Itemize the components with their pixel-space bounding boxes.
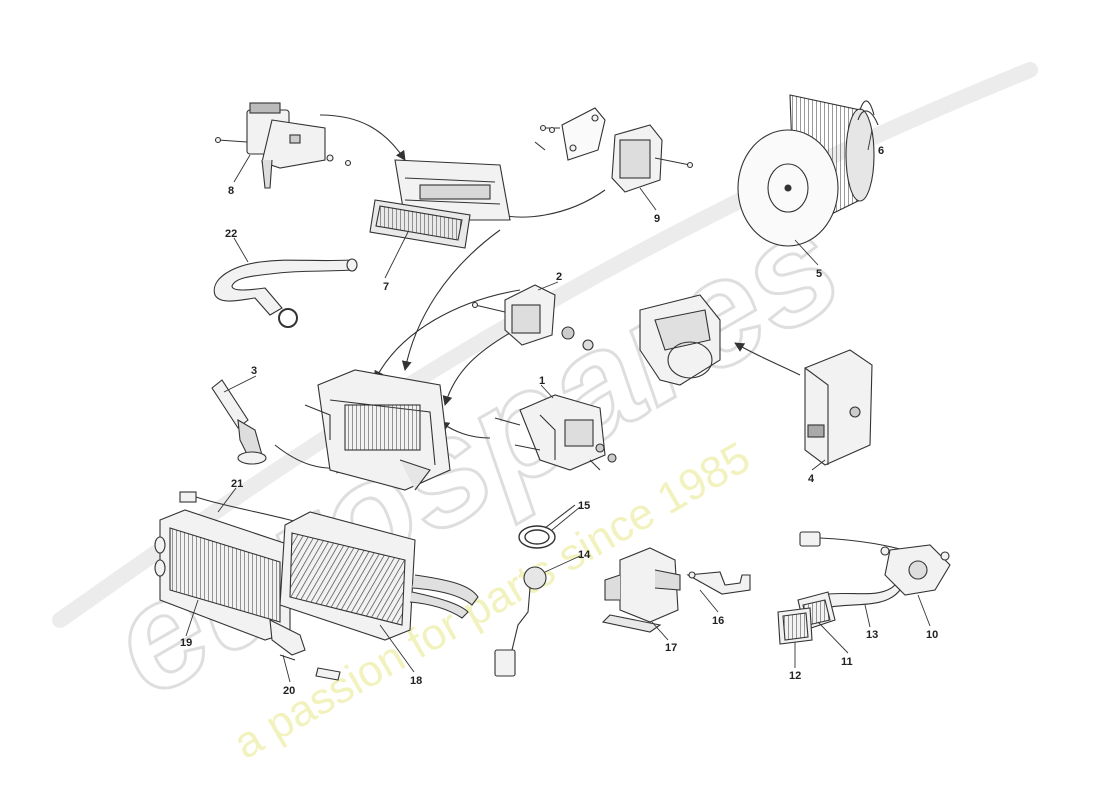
- part-8-actuator-with-bracket[interactable]: [214, 102, 352, 189]
- callout-12[interactable]: 12: [789, 670, 801, 682]
- callout-11[interactable]: 11: [841, 656, 853, 668]
- part-13-aspirator-hose[interactable]: [819, 584, 901, 609]
- part-7-vent-housing[interactable]: [369, 159, 511, 249]
- callout-20[interactable]: 20: [283, 685, 295, 697]
- callout-15[interactable]: 15: [578, 500, 590, 512]
- callout-4[interactable]: 4: [808, 473, 815, 485]
- watermark-brand: eurospares: [82, 178, 866, 728]
- part-6-blower-wire[interactable]: [857, 100, 879, 126]
- part-3-drain-tube[interactable]: [211, 379, 267, 465]
- part-17-valve[interactable]: [601, 547, 681, 633]
- part-blower-housing[interactable]: [639, 294, 721, 386]
- part-10-sensor-harness[interactable]: [799, 531, 951, 596]
- part-22-drain-hose[interactable]: [213, 258, 358, 328]
- callout-19[interactable]: 19: [180, 637, 192, 649]
- callout-1[interactable]: 1: [539, 375, 545, 387]
- callout-22[interactable]: 22: [225, 228, 237, 240]
- part-20-clip-and-screw[interactable]: [269, 619, 341, 681]
- part-hvac-housing[interactable]: [304, 369, 451, 491]
- part-19-heater-matrix[interactable]: [154, 509, 291, 641]
- callouts: 8 7 9 5 6 22 2 3 1 4 21 19 20 18 14 15 1…: [180, 145, 938, 697]
- callout-5[interactable]: 5: [816, 268, 822, 280]
- part-14-temperature-sensor[interactable]: [494, 566, 547, 677]
- callout-17[interactable]: 17: [665, 642, 677, 654]
- callout-7[interactable]: 7: [383, 281, 389, 293]
- part-18-evaporator[interactable]: [279, 511, 479, 641]
- callout-16[interactable]: 16: [712, 615, 724, 627]
- callout-14[interactable]: 14: [578, 549, 591, 561]
- callout-18[interactable]: 18: [410, 675, 422, 687]
- part-2-actuator-small[interactable]: [471, 284, 594, 351]
- part-15-seal-ring[interactable]: [518, 525, 556, 549]
- part-12-grille[interactable]: [777, 607, 813, 645]
- leader-lines: [185, 129, 931, 683]
- callout-8[interactable]: 8: [228, 185, 234, 197]
- part-5-blower-motor[interactable]: [737, 94, 875, 247]
- callout-2[interactable]: 2: [556, 271, 562, 283]
- callout-21[interactable]: 21: [231, 478, 243, 490]
- part-9-actuator-top[interactable]: [534, 107, 694, 193]
- part-4-actuator-motor[interactable]: [804, 349, 873, 466]
- part-1-bracket[interactable]: [494, 394, 617, 471]
- part-16-mounting-bracket[interactable]: [686, 571, 751, 595]
- callout-10[interactable]: 10: [926, 629, 938, 641]
- callout-9[interactable]: 9: [654, 213, 660, 225]
- callout-6[interactable]: 6: [878, 145, 884, 157]
- callout-3[interactable]: 3: [251, 365, 257, 377]
- callout-13[interactable]: 13: [866, 629, 878, 641]
